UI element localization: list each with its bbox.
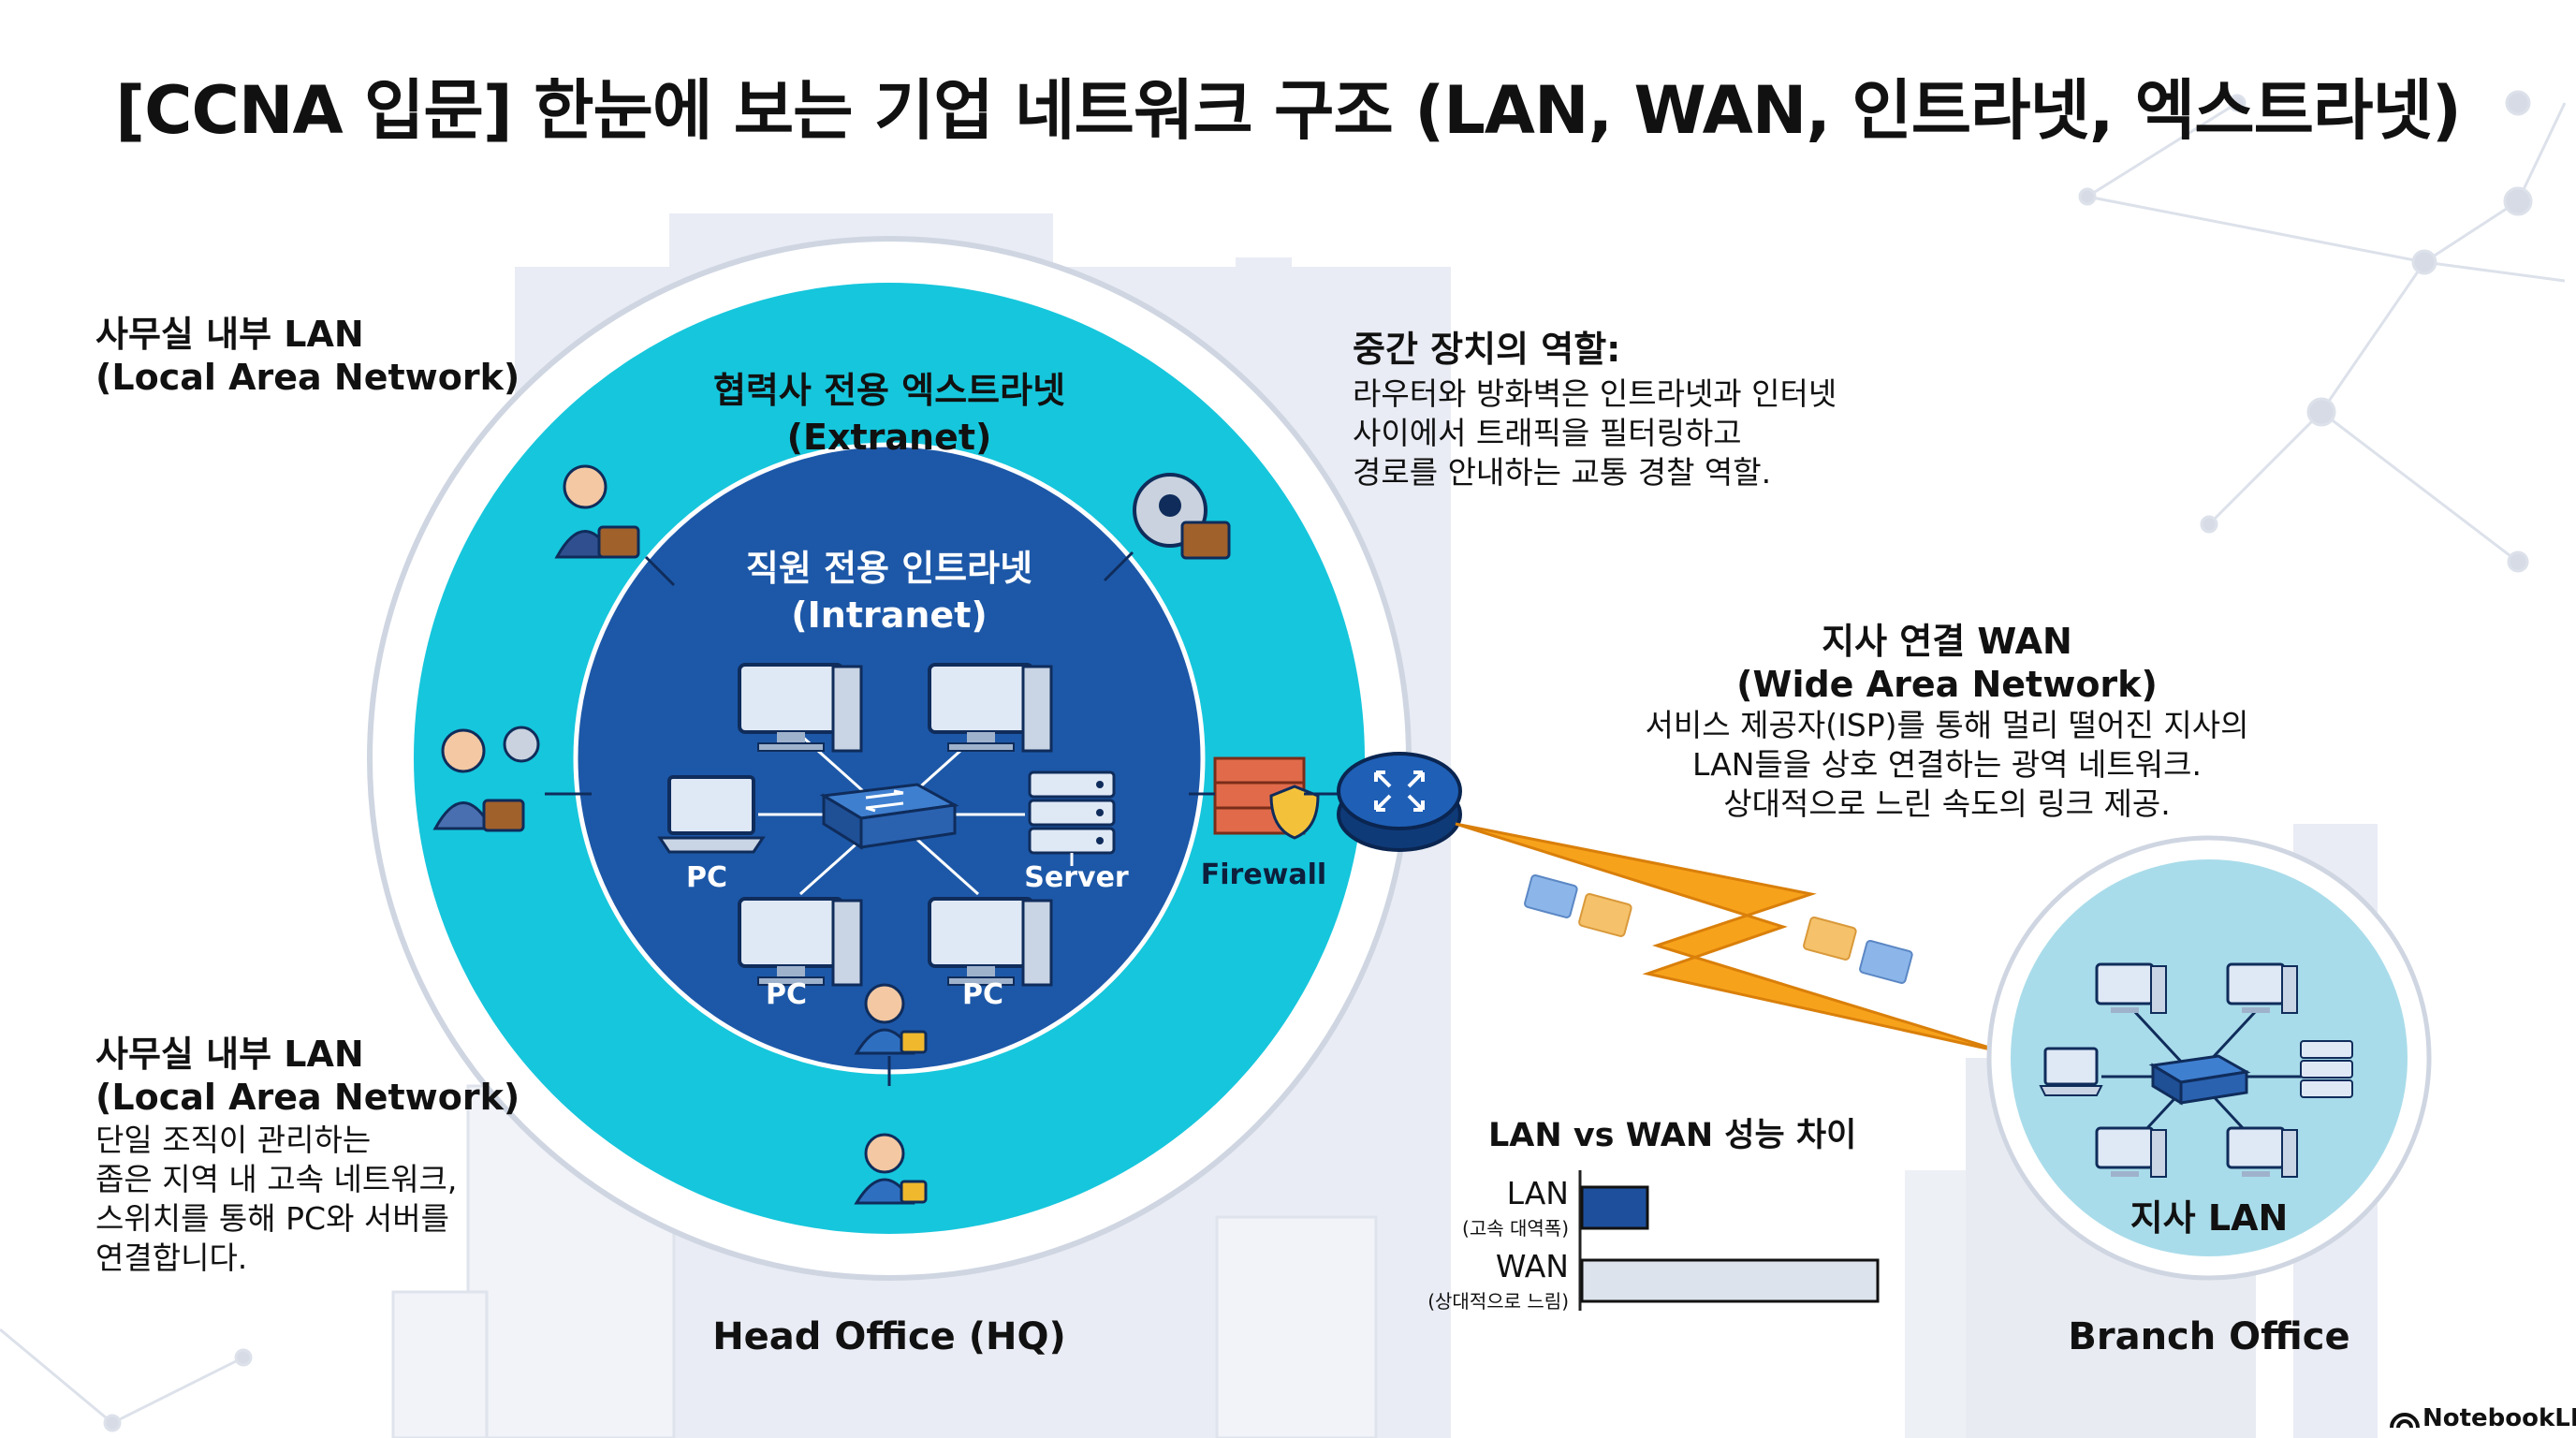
chart-category-note: (고속 대역폭) bbox=[1462, 1217, 1569, 1240]
laptop-icon bbox=[657, 775, 766, 854]
pc-label: PC bbox=[685, 861, 727, 894]
lan-desc-line: 좁은 지역 내 고속 네트워크, bbox=[95, 1161, 458, 1197]
pc-icon bbox=[738, 897, 863, 987]
wan-title: 지사 연결 WAN bbox=[1822, 621, 2072, 662]
firewall-label: Firewall bbox=[1200, 858, 1327, 891]
branch-switch-icon bbox=[2148, 1054, 2251, 1106]
partner-gear-icon bbox=[1133, 473, 1231, 560]
extranet-subtitle: (Extranet) bbox=[786, 417, 992, 458]
branch-pc-icon bbox=[2226, 1126, 2298, 1178]
middle-desc-line: 사이에서 트래픽을 필터링하고 bbox=[1353, 415, 1742, 451]
chart-bar-lan bbox=[1580, 1185, 1649, 1230]
lan-bottom-title: 사무실 내부 LAN bbox=[95, 1034, 364, 1075]
lan-top-title: 사무실 내부 LAN bbox=[95, 314, 364, 355]
head-office-label: Head Office (HQ) bbox=[712, 1315, 1066, 1358]
middle-description: 라우터와 방화벽은 인트라넷과 인터넷 사이에서 트래픽을 필터링하고 경로를 … bbox=[1353, 374, 1837, 492]
chart-category-note: (상대적으로 느림) bbox=[1427, 1290, 1569, 1313]
network-decoration bbox=[0, 90, 2567, 1432]
chart-category-label: LAN bbox=[1506, 1175, 1569, 1211]
branch-pc-icon bbox=[2095, 1126, 2167, 1178]
wan-desc-line: 서비스 제공자(ISP)를 통해 멀리 떨어진 지사의 bbox=[1645, 707, 2249, 743]
middle-title: 중간 장치의 역할: bbox=[1353, 329, 1621, 370]
lan-desc-line: 스위치를 통해 PC와 서버를 bbox=[95, 1200, 450, 1237]
lan-desc-line: 단일 조직이 관리하는 bbox=[95, 1122, 372, 1158]
chart-bar-wan bbox=[1580, 1258, 1880, 1303]
lan-wan-chart bbox=[1578, 1170, 1880, 1311]
page-title: [CCNA 입문] 한눈에 보는 기업 네트워크 구조 (LAN, WAN, 인… bbox=[115, 72, 2462, 149]
server-icon bbox=[1028, 770, 1116, 866]
brand-label: NotebookLM bbox=[2422, 1404, 2576, 1432]
pc-icon bbox=[738, 663, 863, 753]
lan-desc-line: 연결합니다. bbox=[95, 1240, 248, 1276]
lan-top-subtitle: (Local Area Network) bbox=[95, 357, 520, 398]
intranet-subtitle: (Intranet) bbox=[791, 594, 988, 636]
wan-subtitle: (Wide Area Network) bbox=[1736, 664, 2158, 705]
extranet-title: 협력사 전용 엑스트라넷 bbox=[712, 370, 1066, 411]
lan-bottom-subtitle: (Local Area Network) bbox=[95, 1077, 520, 1118]
wan-desc-line: 상대적으로 느린 속도의 링크 제공. bbox=[1723, 785, 2171, 822]
server-label: Server bbox=[1024, 861, 1129, 894]
pc-icon bbox=[928, 663, 1053, 753]
pc-label: PC bbox=[961, 978, 1003, 1011]
partner-business-icon bbox=[554, 464, 640, 559]
branch-server-icon bbox=[2300, 1040, 2353, 1098]
chart-title: LAN vs WAN 성능 차이 bbox=[1488, 1117, 1857, 1154]
branch-pc-icon bbox=[2095, 962, 2167, 1014]
data-folder-icons bbox=[1524, 874, 1913, 984]
branch-lan-label: 지사 LAN bbox=[2130, 1197, 2289, 1239]
intranet-title: 직원 전용 인트라넷 bbox=[745, 548, 1033, 589]
intranet-zone bbox=[573, 442, 1206, 1075]
router-icon bbox=[1337, 752, 1462, 852]
notebooklm-logo-icon bbox=[2390, 1413, 2420, 1429]
middle-desc-line: 라우터와 방화벽은 인트라넷과 인터넷 bbox=[1353, 375, 1837, 412]
pc-icon bbox=[928, 897, 1053, 987]
wan-link-bolt bbox=[1455, 822, 2009, 1055]
secure-user-icon bbox=[854, 1133, 928, 1205]
switch-icon bbox=[819, 783, 959, 850]
wan-description: 서비스 제공자(ISP)를 통해 멀리 떨어진 지사의 LAN들을 상호 연결하… bbox=[1554, 706, 2340, 824]
secure-user-icon bbox=[854, 983, 928, 1055]
branch-pc-icon bbox=[2226, 962, 2298, 1014]
firewall-icon bbox=[1213, 756, 1320, 840]
middle-desc-line: 경로를 안내하는 교통 경찰 역할. bbox=[1353, 454, 1772, 491]
partner-woman-icon bbox=[432, 726, 540, 832]
chart-category-label: WAN bbox=[1495, 1248, 1569, 1284]
branch-office-label: Branch Office bbox=[2068, 1315, 2350, 1358]
wan-desc-line: LAN들을 상호 연결하는 광역 네트워크. bbox=[1692, 746, 2202, 783]
branch-laptop-icon bbox=[2039, 1047, 2103, 1096]
lan-description: 단일 조직이 관리하는 좁은 지역 내 고속 네트워크, 스위치를 통해 PC와… bbox=[95, 1121, 457, 1278]
pc-label: PC bbox=[765, 978, 807, 1011]
